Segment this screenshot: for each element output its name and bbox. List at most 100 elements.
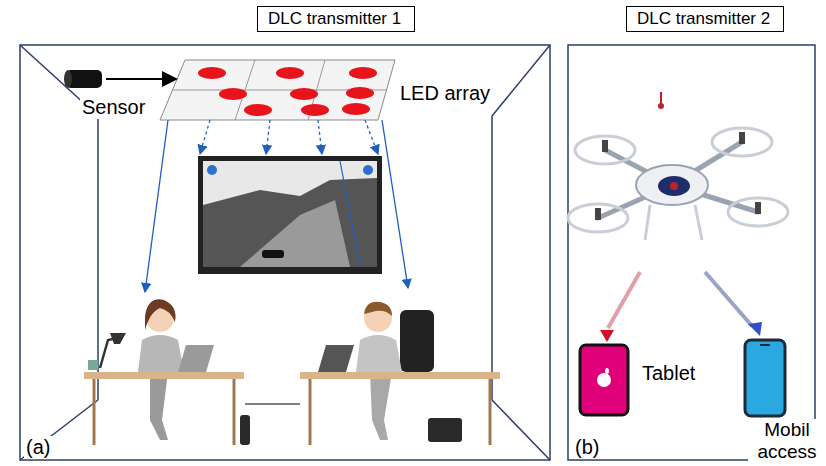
light-rays [318, 120, 322, 154]
light-rays [365, 120, 378, 154]
drone [695, 205, 702, 240]
worker-left [145, 299, 176, 330]
tablet-icon [605, 368, 609, 374]
tablet-icon [597, 373, 611, 387]
display-screen [207, 165, 217, 175]
light-rays [145, 120, 408, 292]
display-screen [363, 165, 373, 175]
part-label: Sensor [80, 96, 147, 119]
sensor-icon [106, 78, 176, 80]
worker-right [400, 310, 434, 372]
worker-right [245, 302, 500, 445]
room-outline [492, 45, 550, 116]
display-screen [198, 156, 382, 274]
display-screen [262, 250, 284, 258]
drone [658, 176, 690, 196]
title-box: DLC transmitter 1 [257, 6, 415, 32]
room-outline [97, 116, 99, 400]
signal-beams [705, 272, 752, 326]
signal-beams [748, 322, 762, 336]
drone [660, 92, 662, 104]
worker-right [245, 403, 300, 405]
panel-title: DLC transmitter 1 [268, 9, 404, 29]
worker-right [370, 372, 392, 440]
drone [645, 205, 650, 240]
worker-right [309, 379, 312, 445]
display-screen [203, 178, 377, 267]
led-array [198, 67, 226, 79]
drone [568, 204, 628, 232]
tablet-icon [580, 345, 628, 415]
worker-right [356, 335, 402, 372]
worker-left [233, 379, 236, 445]
part-label: LED array [398, 82, 492, 105]
device-label: Tablet [640, 362, 697, 385]
room-outline [20, 45, 550, 460]
led-array [198, 67, 377, 116]
worker-right [318, 345, 354, 372]
room-outline [20, 400, 98, 460]
led-array [244, 104, 272, 116]
phone-icon [745, 340, 785, 416]
worker-left [240, 415, 250, 445]
display-screen [340, 161, 360, 267]
panel-tag: (b) [573, 436, 601, 459]
title-box: DLC transmitter 2 [626, 6, 784, 32]
worker-right [300, 372, 500, 379]
drone [598, 142, 758, 218]
drone [595, 132, 761, 220]
drone [670, 182, 678, 190]
sensor-icon [64, 70, 176, 88]
worker-left [138, 335, 184, 372]
drone [602, 140, 608, 152]
tablet-icon [580, 345, 628, 415]
worker-left [150, 372, 168, 440]
display-screen [240, 200, 350, 267]
room-outline [492, 400, 550, 460]
worker-left [84, 299, 250, 445]
light-rays [145, 120, 168, 292]
light-rays [200, 120, 210, 154]
drone [728, 198, 788, 226]
drone [636, 165, 708, 205]
sensor-icon [64, 70, 72, 88]
drone [658, 103, 664, 109]
led-array [346, 87, 374, 99]
led-array [219, 88, 247, 100]
phone-icon [760, 344, 770, 346]
worker-left [110, 333, 126, 344]
worker-left [93, 379, 96, 445]
led-array [160, 60, 395, 120]
drone [568, 92, 788, 240]
drone [739, 132, 745, 144]
led-array [301, 104, 329, 116]
led-array [276, 67, 304, 79]
led-array [290, 88, 318, 100]
drone [712, 128, 772, 156]
led-array [342, 103, 370, 115]
panel-title: DLC transmitter 2 [637, 9, 773, 29]
panel-frame [568, 45, 815, 460]
led-array [160, 60, 395, 120]
display-screen [198, 156, 382, 274]
drone [575, 136, 635, 164]
room-outline [20, 45, 550, 460]
room-outline [491, 116, 493, 400]
worker-left [88, 360, 98, 370]
signal-beams [600, 330, 614, 342]
worker-right [489, 379, 492, 445]
drone [595, 208, 601, 220]
drone [568, 128, 788, 232]
signal-beams [600, 272, 762, 342]
signal-beams [608, 272, 640, 328]
worker-right [428, 418, 462, 442]
drone [755, 202, 761, 214]
light-rays [266, 120, 270, 154]
worker-left [178, 345, 214, 372]
panel-tag: (a) [24, 436, 52, 459]
device-label: Mobil access [748, 419, 826, 463]
worker-left [84, 372, 244, 379]
display-screen [203, 161, 377, 267]
